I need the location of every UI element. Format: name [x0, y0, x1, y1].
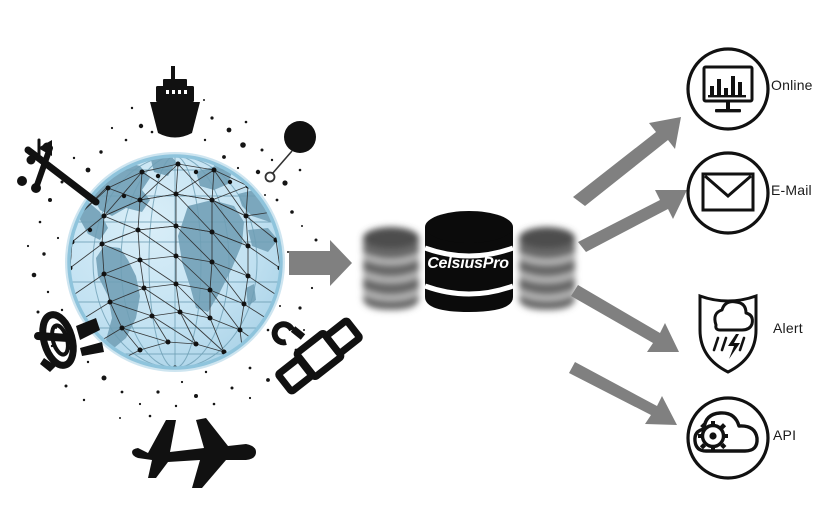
arrow-to-api	[569, 362, 677, 425]
radar-dish-icon	[34, 311, 104, 372]
database-side-right	[518, 227, 576, 310]
output-label-email: E-Mail	[771, 182, 812, 198]
satellite-icon	[271, 317, 363, 395]
arrow-to-alert	[571, 285, 679, 352]
output-label-api: API	[773, 427, 797, 443]
database-side-left	[362, 227, 420, 310]
cloud-gear-icon	[693, 411, 759, 453]
networked-globe	[65, 152, 285, 372]
arrow-to-email	[578, 190, 687, 252]
gear-icon	[698, 421, 728, 451]
globe-to-database-arrow	[289, 240, 352, 286]
envelope-icon	[701, 172, 755, 212]
celsiuspro-database	[424, 211, 514, 312]
output-online[interactable]	[686, 47, 770, 131]
monitor-chart-icon	[702, 65, 754, 113]
airplane-icon	[132, 418, 256, 488]
weather-station-icon	[17, 138, 100, 206]
shield-storm-icon	[698, 293, 758, 374]
output-api[interactable]	[686, 396, 770, 480]
output-label-alert: Alert	[773, 320, 803, 336]
output-label-online: Online	[771, 77, 813, 93]
output-email[interactable]	[686, 151, 770, 235]
weather-balloon-icon	[264, 121, 316, 183]
output-alert[interactable]	[698, 293, 758, 374]
ship-icon	[150, 66, 200, 138]
arrow-to-online	[573, 117, 681, 206]
